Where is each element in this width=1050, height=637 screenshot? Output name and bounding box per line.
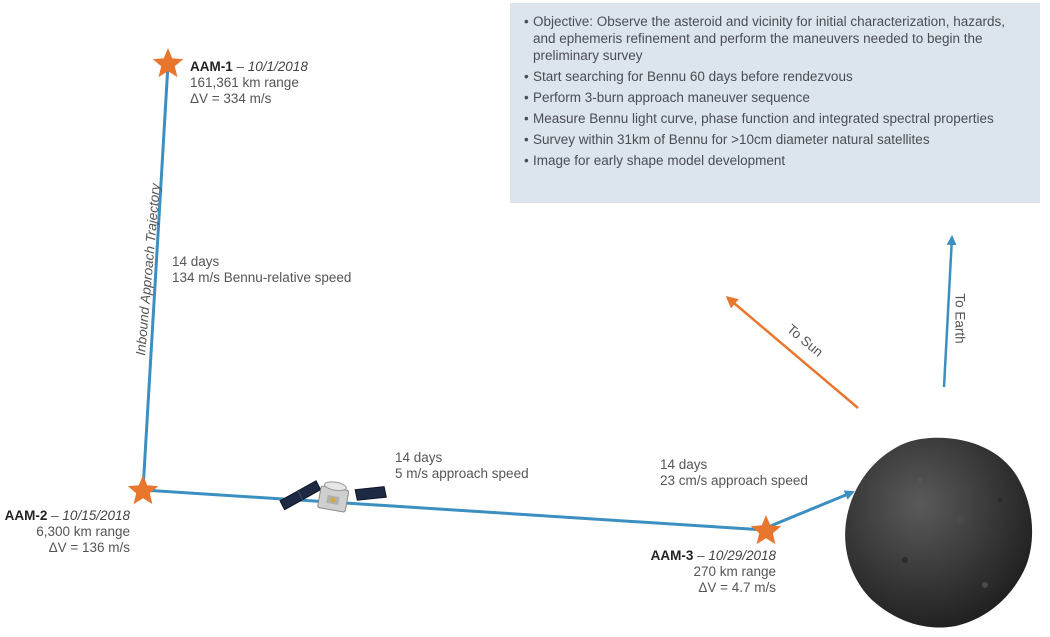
aam-3-star [750, 515, 782, 545]
objective-item: Perform 3-burn approach maneuver sequenc… [524, 89, 1028, 106]
objective-item: Objective: Observe the asteroid and vici… [524, 13, 1028, 64]
aam-2-star [127, 475, 159, 505]
objectives-list: Objective: Observe the asteroid and vici… [524, 13, 1028, 169]
aam-3-range: 270 km range [693, 564, 776, 579]
aam-3-date: 10/29/2018 [708, 548, 776, 563]
aam-3-label: AAM-3 – 10/29/2018 270 km range ΔV = 4.7… [651, 548, 776, 596]
objective-item: Measure Bennu light curve, phase functio… [524, 110, 1028, 127]
trajectory-leg-3 [767, 490, 855, 529]
trajectory-leg-1 [141, 63, 170, 491]
leg-2-days: 14 days [395, 450, 443, 465]
aam-1-star [152, 48, 184, 78]
aam-3-name: AAM-3 [650, 548, 694, 563]
aam-2-name: AAM-2 [4, 508, 48, 523]
aam-3-dash: – [693, 548, 709, 563]
leg-3-label: 14 days 23 cm/s approach speed [660, 457, 808, 489]
aam-1-name: AAM-1 [190, 59, 233, 74]
objectives-box: Objective: Observe the asteroid and vici… [510, 3, 1040, 203]
aam-1-delta-v: ΔV = 334 m/s [190, 91, 272, 106]
asteroid-bennu [845, 437, 1033, 628]
leg-2-speed: 5 m/s approach speed [395, 466, 529, 481]
aam-1-label: AAM-1 – 10/1/2018 161,361 km range ΔV = … [190, 59, 308, 107]
aam-2-delta-v: ΔV = 136 m/s [48, 540, 130, 555]
leg-1-days: 14 days [172, 254, 220, 269]
leg-1-label: 14 days 134 m/s Bennu-relative speed [172, 254, 351, 286]
aam-1-range: 161,361 km range [190, 75, 299, 90]
sun-arrow [725, 296, 859, 409]
objective-item: Survey within 31km of Bennu for >10cm di… [524, 131, 1028, 148]
leg-3-speed: 23 cm/s approach speed [660, 473, 808, 488]
objective-item: Image for early shape model development [524, 152, 1028, 169]
spacecraft-osiris-rex [279, 480, 387, 513]
earth-arrow-label: To Earth [952, 293, 968, 344]
aam-2-date: 10/15/2018 [62, 508, 130, 523]
aam-1-dash: – [232, 59, 248, 74]
earth-arrow [942, 235, 957, 388]
aam-2-dash: – [47, 508, 63, 523]
trajectory-leg-2 [142, 488, 766, 532]
aam-2-label: AAM-2 – 10/15/2018 6,300 km range ΔV = 1… [5, 508, 130, 556]
aam-2-range: 6,300 km range [36, 524, 130, 539]
objective-item: Start searching for Bennu 60 days before… [524, 68, 1028, 85]
aam-3-delta-v: ΔV = 4.7 m/s [698, 580, 776, 595]
leg-1-speed: 134 m/s Bennu-relative speed [172, 270, 352, 285]
leg-2-label: 14 days 5 m/s approach speed [395, 450, 529, 482]
leg-3-days: 14 days [660, 457, 708, 472]
aam-1-date: 10/1/2018 [247, 59, 308, 74]
